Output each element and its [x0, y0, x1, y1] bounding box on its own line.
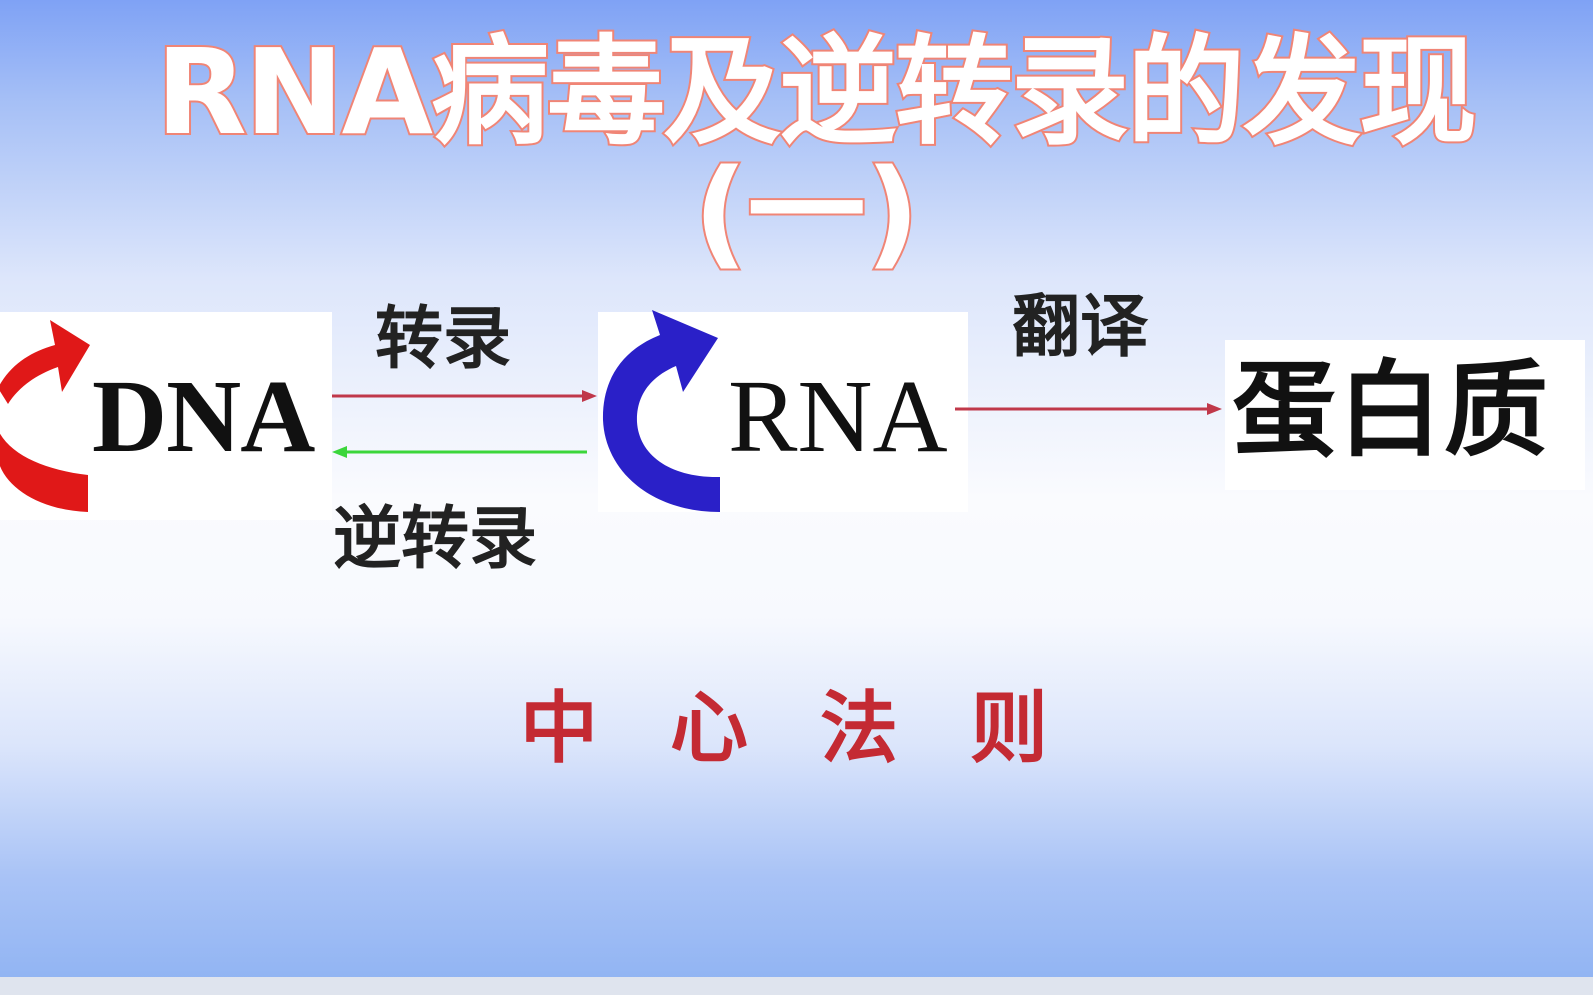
transcription-arrow [332, 390, 597, 402]
translation-arrowhead-icon [1207, 403, 1222, 415]
central-dogma-caption: 中心法则 [520, 684, 1121, 774]
dna-replication-arrow-icon [0, 320, 90, 512]
transcription-label: 转录 [375, 300, 512, 379]
dna-label: DNA [92, 359, 315, 474]
translation-arrow [955, 403, 1222, 415]
translation-label: 翻译 [1012, 288, 1149, 367]
reverse-transcription-arrowhead-icon [332, 446, 347, 458]
transcription-arrowhead-icon [582, 390, 597, 402]
protein-patch [1225, 340, 1585, 490]
reverse-transcription-label: 逆转录 [333, 500, 538, 579]
rna-replication-arrow-icon [602, 310, 720, 512]
protein-label: 蛋白质 [1232, 348, 1551, 471]
dna-arrow-tail [0, 433, 88, 512]
rna-label: RNA [728, 359, 948, 474]
dna-arrow-head [0, 320, 90, 404]
rna-arrow-shape [602, 310, 720, 512]
bottom-band [0, 977, 1593, 995]
reverse-transcription-arrow [332, 446, 587, 458]
page-title: RNA病毒及逆转录的发现 [154, 21, 1479, 163]
page-subtitle: (一) [692, 141, 922, 283]
